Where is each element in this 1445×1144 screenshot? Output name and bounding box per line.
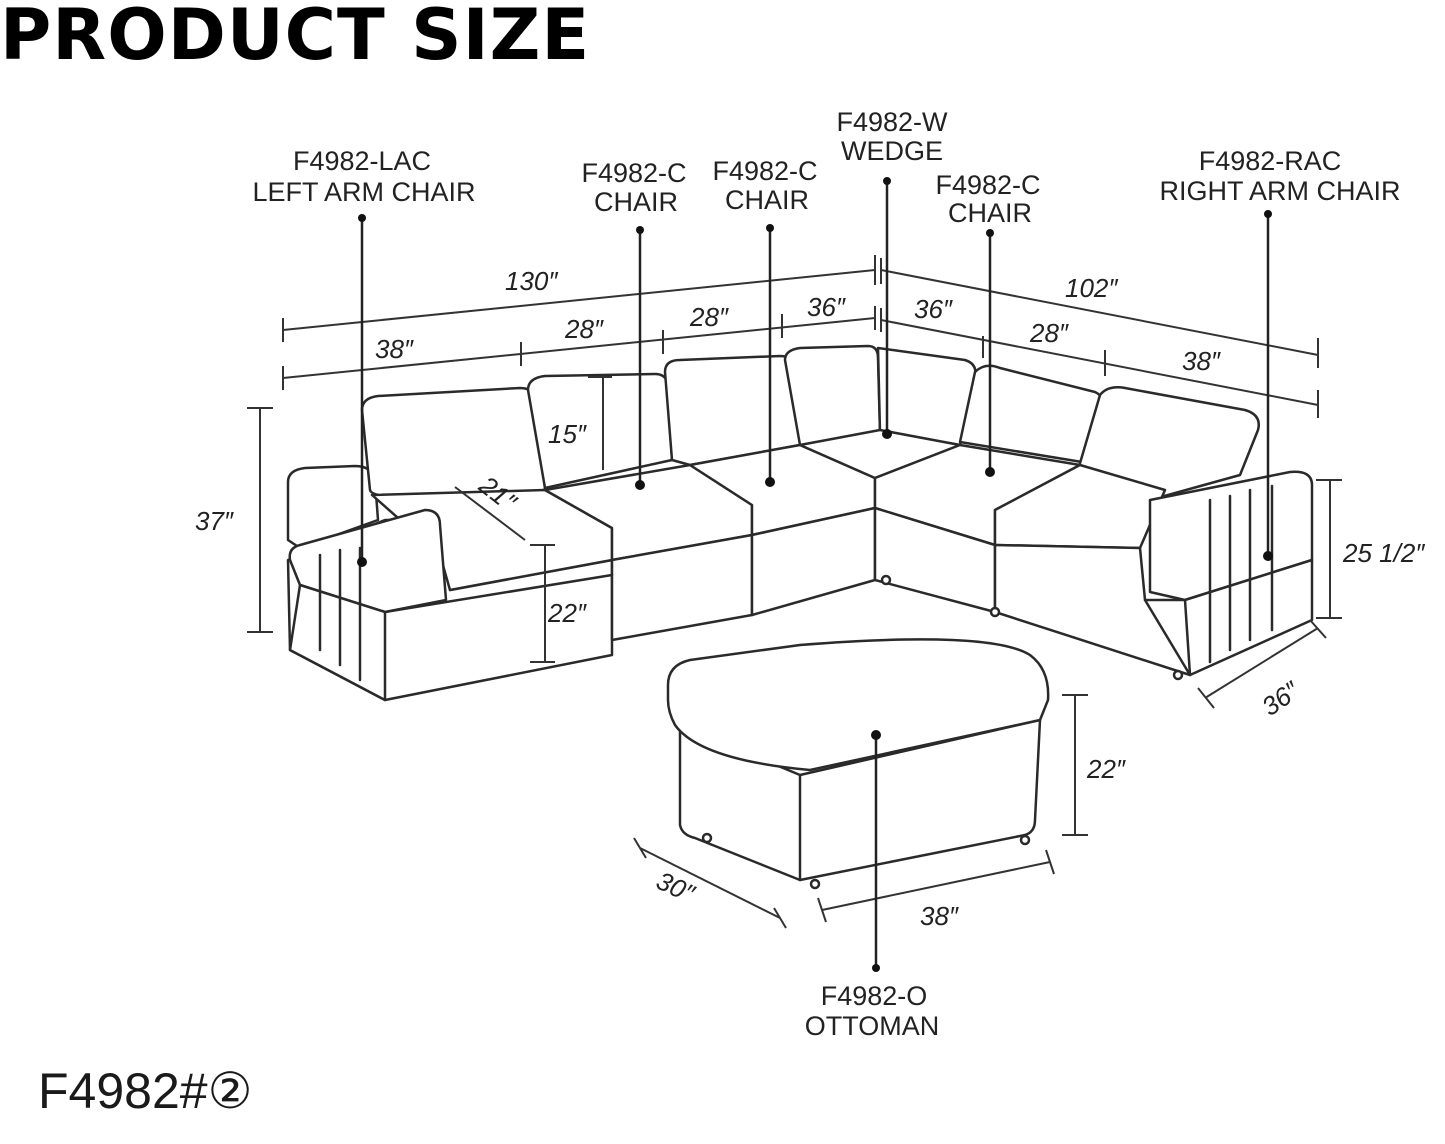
page-title: PRODUCT SIZE: [0, 0, 591, 76]
chair2-name-label: CHAIR: [725, 185, 809, 215]
dim-seg-rac: 38″: [1182, 346, 1221, 376]
callout-leaders: [357, 177, 1273, 972]
dim-arm-height: 25 1/2″: [1342, 538, 1425, 568]
dim-seg-lac: 38″: [375, 334, 414, 364]
callout-labels: F4982-LAC LEFT ARM CHAIR F4982-C CHAIR F…: [252, 107, 1400, 1041]
wedge-code-label: F4982-W: [836, 107, 948, 137]
ottoman-code-label: F4982-O: [821, 981, 928, 1011]
dimension-lines: [247, 255, 1342, 929]
dim-depth: 36″: [1256, 675, 1305, 722]
rac-code-label: F4982-RAC: [1199, 146, 1342, 176]
dim-seg-c2: 28″: [689, 302, 729, 332]
lac-code-label: F4982-LAC: [293, 146, 431, 176]
ottoman-drawing: [666, 638, 1050, 890]
chair1-name-label: CHAIR: [594, 187, 678, 217]
dim-seg-c3: 28″: [1029, 318, 1069, 348]
chair1-code-label: F4982-C: [581, 158, 686, 188]
dim-seat-height: 22″: [547, 598, 587, 628]
dim-seg-wedge-left: 36″: [807, 292, 846, 322]
wedge-name-label: WEDGE: [841, 136, 943, 166]
dim-ottoman-height: 22″: [1086, 754, 1126, 784]
dim-seg-wedge-right: 36″: [914, 294, 953, 324]
sectional-sofa-drawing: [286, 344, 1314, 702]
dim-ottoman-width: 38″: [920, 901, 959, 931]
chair3-code-label: F4982-C: [935, 170, 1040, 200]
lac-name-label: LEFT ARM CHAIR: [252, 177, 475, 207]
model-code: F4982#②: [38, 1063, 253, 1119]
dim-seg-c1: 28″: [564, 314, 604, 344]
dim-left-total: 130″: [505, 266, 558, 296]
chair2-code-label: F4982-C: [712, 156, 817, 186]
ottoman-name-label: OTTOMAN: [805, 1011, 940, 1041]
dim-back-height: 15″: [548, 419, 587, 449]
dim-ottoman-depth: 30″: [652, 865, 700, 909]
dim-right-total: 102″: [1065, 273, 1118, 303]
rac-name-label: RIGHT ARM CHAIR: [1159, 176, 1400, 206]
chair3-name-label: CHAIR: [948, 198, 1032, 228]
dim-total-height: 37″: [195, 506, 234, 536]
